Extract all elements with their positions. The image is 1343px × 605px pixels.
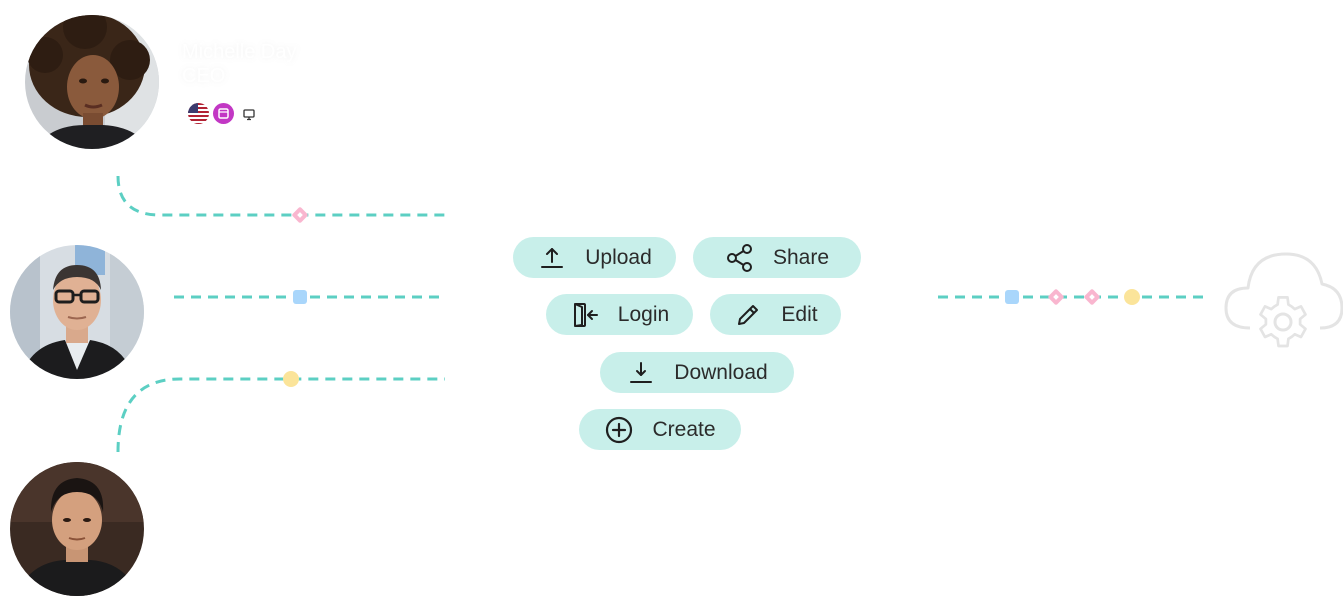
marker-diamond-right-1 [1048,289,1064,305]
upload-button[interactable]: Upload [513,237,676,278]
create-button[interactable]: Create [579,409,741,450]
avatar-man-glasses [10,245,144,379]
marker-diamond-top [292,207,308,223]
connector-top [116,175,445,217]
cloud-settings-icon [1222,250,1343,362]
download-icon [626,358,656,388]
pencil-icon [733,300,763,330]
login-button[interactable]: Login [546,294,693,335]
connector-bottom [116,377,445,453]
upload-icon [537,243,567,273]
calendar-app-icon [213,103,234,124]
share-icon [725,243,755,273]
profile-role: CEO [182,65,226,87]
share-button[interactable]: Share [693,237,861,278]
marker-circle-right [1124,289,1140,305]
marker-circle-bottom [283,371,299,387]
profile-name: Michelle Day [182,41,297,63]
download-button[interactable]: Download [600,352,794,393]
login-label: Login [617,302,670,326]
marker-square-middle [293,290,307,304]
us-flag-icon [188,103,209,124]
create-label: Create [652,417,716,441]
marker-diamond-right-2 [1084,289,1100,305]
profile-info: Michelle Day CEO [182,40,296,88]
marker-square-right [1005,290,1019,304]
plus-circle-icon [604,415,634,445]
edit-label: Edit [781,302,818,326]
download-label: Download [674,360,768,384]
avatar-woman [25,15,159,149]
upload-label: Upload [585,245,652,269]
monitor-icon [240,105,258,123]
login-icon [570,300,600,330]
edit-button[interactable]: Edit [710,294,841,335]
avatar-man-dark [10,462,144,596]
profile-badges [188,103,258,124]
share-label: Share [772,245,830,269]
